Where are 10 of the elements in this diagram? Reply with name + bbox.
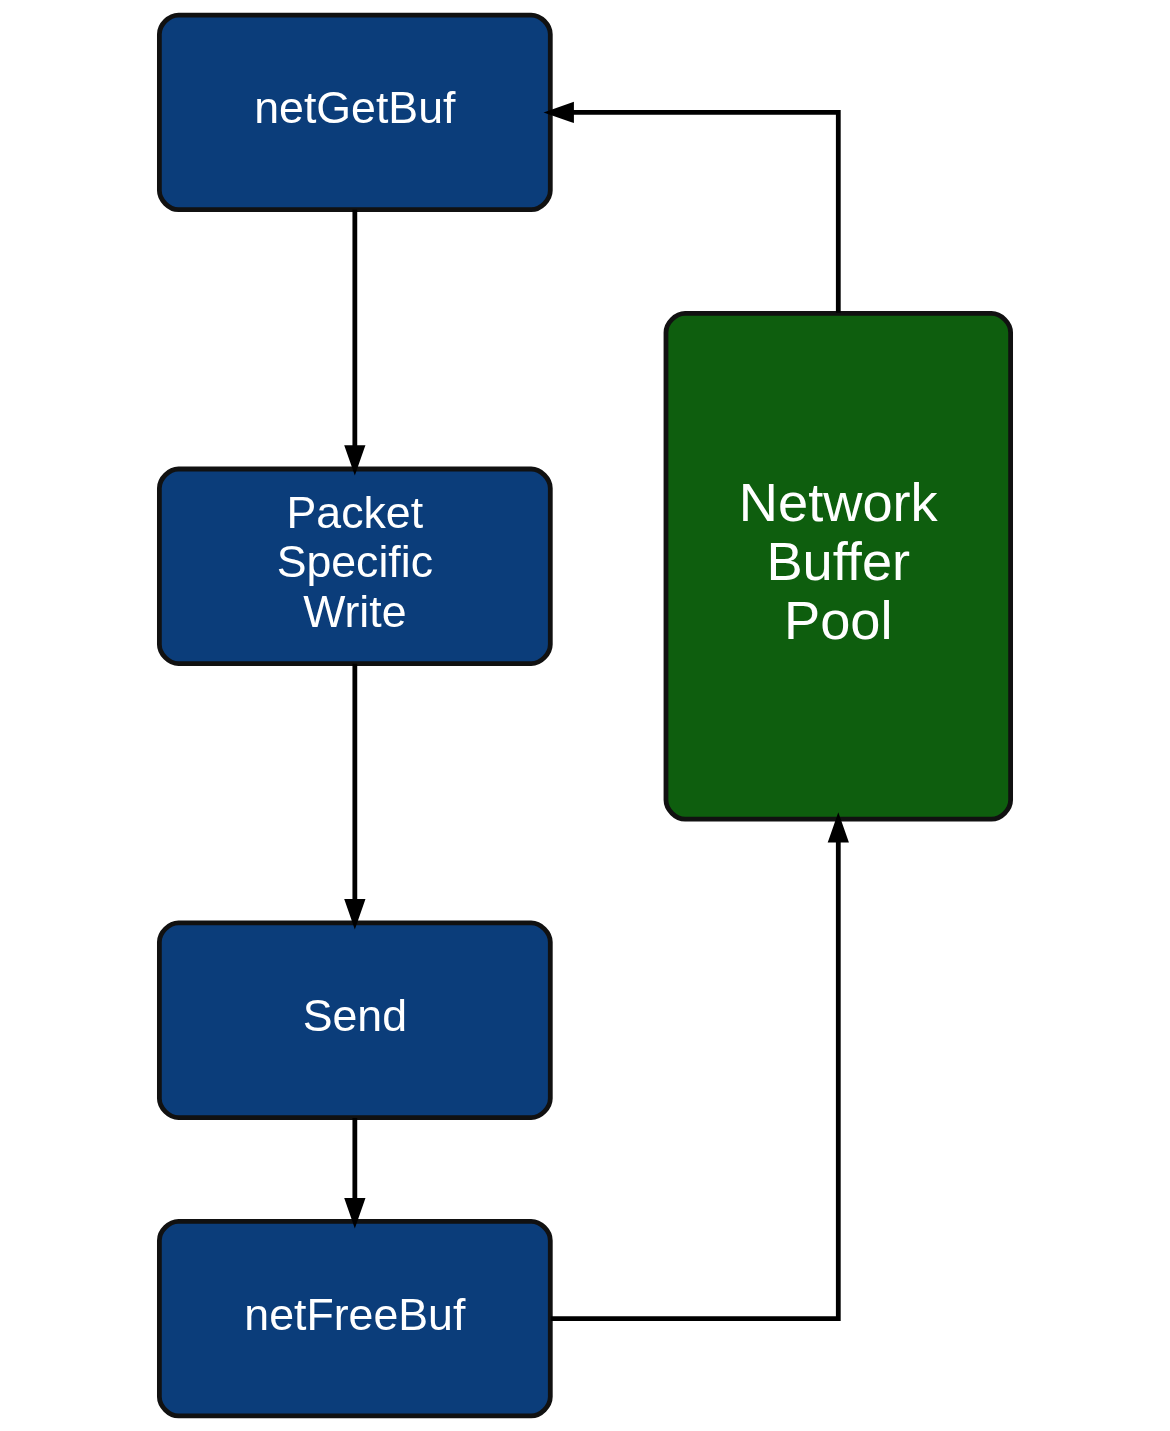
arrow (344, 663, 366, 930)
arrow (543, 101, 841, 313)
node-box: netGetBuf (157, 12, 553, 213)
node-box: netFreeBuf (157, 1218, 553, 1419)
arrow (344, 209, 366, 476)
arrow (550, 812, 849, 1321)
node-box: Network Buffer Pool (663, 311, 1013, 822)
arrow (344, 1117, 366, 1229)
node-box: Packet Specific Write (157, 466, 553, 667)
node-box: Send (157, 920, 553, 1120)
